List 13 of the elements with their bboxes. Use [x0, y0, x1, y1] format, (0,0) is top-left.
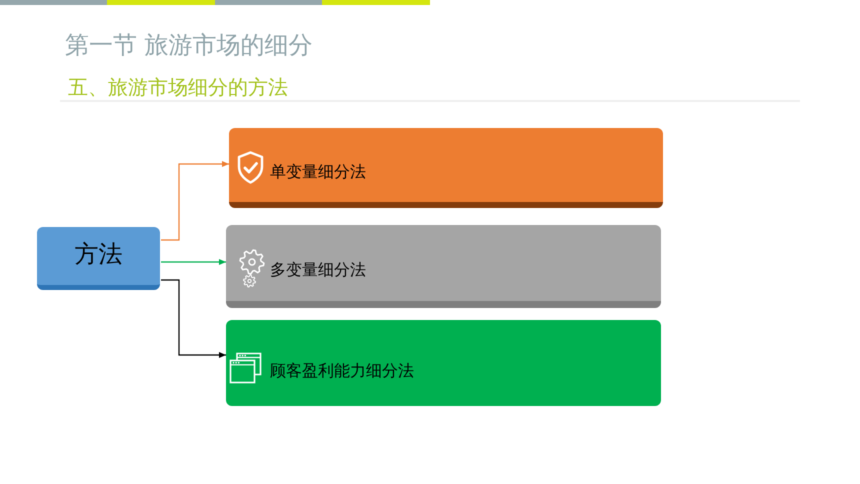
box-label: 方法: [74, 240, 122, 268]
box-label: 多变量细分法: [270, 260, 366, 280]
method-box: [226, 320, 661, 406]
section-heading: 五、旅游市场细分的方法: [68, 75, 288, 99]
slide-title: 第一节 旅游市场的细分: [65, 31, 313, 60]
box-label: 单变量细分法: [270, 162, 366, 182]
elbow-arrow: [161, 161, 229, 241]
box-label: 顾客盈利能力细分法: [270, 361, 414, 381]
topic-box: [37, 227, 160, 290]
method-box: [229, 128, 663, 208]
method-box: [226, 225, 661, 308]
arrow: [161, 259, 226, 265]
elbow-arrow: [161, 279, 226, 358]
